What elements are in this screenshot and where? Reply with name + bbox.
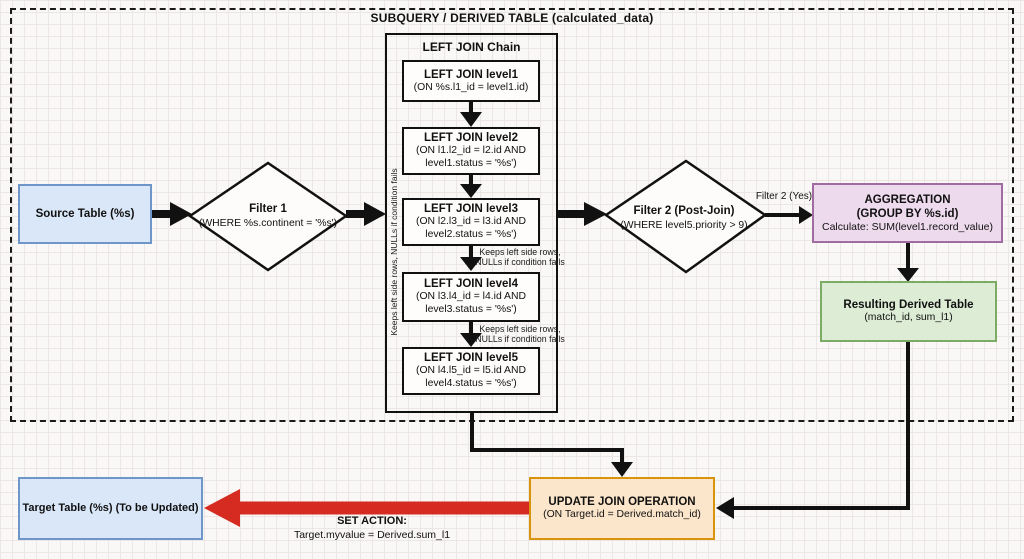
join-step-title: LEFT JOIN level1 [424,68,518,81]
join-step-title: LEFT JOIN level2 [424,132,518,145]
source-table-label: Source Table (%s) [35,207,135,220]
target-table-node: Target Table (%s) (To be Updated) [18,477,203,540]
join-step-condition: (ON l2.l3_id = l3.id AND level2.status =… [415,216,526,240]
join-step-condition: (ON %s.l1_id = level1.id) [413,81,529,93]
join-step-level5: LEFT JOIN level5 (ON l4.l5_id = l5.id AN… [402,347,540,395]
filter1-node: Filter 1 (WHERE %s.continent = '%s') [180,196,356,236]
filter2-node: Filter 2 (Post-Join) (WHERE level5.prior… [595,198,773,238]
derived-table-node: Resulting Derived Table (match_id, sum_l… [820,281,997,342]
left-join-edge-note: Keeps left side rows, NULLs if condition… [475,324,565,345]
update-join-title: UPDATE JOIN OPERATION [548,496,696,509]
join-step-condition: (ON l1.l2_id = l2.id AND level1.status =… [415,145,526,169]
join-step-title: LEFT JOIN level3 [424,203,518,216]
update-join-node: UPDATE JOIN OPERATION (ON Target.id = De… [529,477,715,540]
aggregation-node: AGGREGATION (GROUP BY %s.id) Calculate: … [812,183,1003,243]
join-step-condition: (ON l3.l4_id = l4.id AND level3.status =… [415,291,526,315]
subquery-title: SUBQUERY / DERIVED TABLE (calculated_dat… [370,11,654,25]
join-step-level2: LEFT JOIN level2 (ON l1.l2_id = l2.id AN… [402,127,540,175]
filter2-yes-branch-label: Filter 2 (Yes) [755,191,813,202]
filter2-condition: (WHERE level5.priority > 9) [620,219,748,231]
set-action-title: SET ACTION: [337,515,407,527]
filter1-title: Filter 1 [249,203,287,216]
aggregation-line3: Calculate: SUM(level1.record_value) [822,220,993,233]
chain-to-update-arrow [470,413,633,477]
target-table-label: Target Table (%s) (To be Updated) [22,501,199,514]
join-step-title: LEFT JOIN level5 [424,352,518,365]
left-join-chain-container [385,33,558,413]
set-action-expression: Target.myvalue = Derived.sum_l1 [293,528,451,541]
aggregation-line2: (GROUP BY %s.id) [856,207,959,220]
update-join-condition: (ON Target.id = Derived.match_id) [543,509,701,521]
aggregation-line1: AGGREGATION [864,193,951,206]
left-join-chain-title: LEFT JOIN Chain [422,40,521,54]
join-step-title: LEFT JOIN level4 [424,278,518,291]
left-join-side-note: Keeps left side rows, NULLs if condition… [389,168,399,336]
join-step-level4: LEFT JOIN level4 (ON l3.l4_id = l4.id AN… [402,272,540,322]
left-join-edge-note: Keeps left side rows, NULLs if condition… [475,247,565,268]
filter1-condition: (WHERE %s.continent = '%s') [198,217,338,229]
derived-table-title: Resulting Derived Table [843,299,974,312]
source-table-node: Source Table (%s) [18,184,152,244]
join-step-level1: LEFT JOIN level1 (ON %s.l1_id = level1.i… [402,60,540,102]
filter2-title: Filter 2 (Post-Join) [633,205,735,218]
derived-table-columns: (match_id, sum_l1) [864,312,953,324]
join-step-condition: (ON l4.l5_id = l5.id AND level4.status =… [415,365,526,389]
join-step-level3: LEFT JOIN level3 (ON l2.l3_id = l3.id AN… [402,198,540,246]
set-action-caption: SET ACTION: Target.myvalue = Derived.sum… [268,515,476,542]
